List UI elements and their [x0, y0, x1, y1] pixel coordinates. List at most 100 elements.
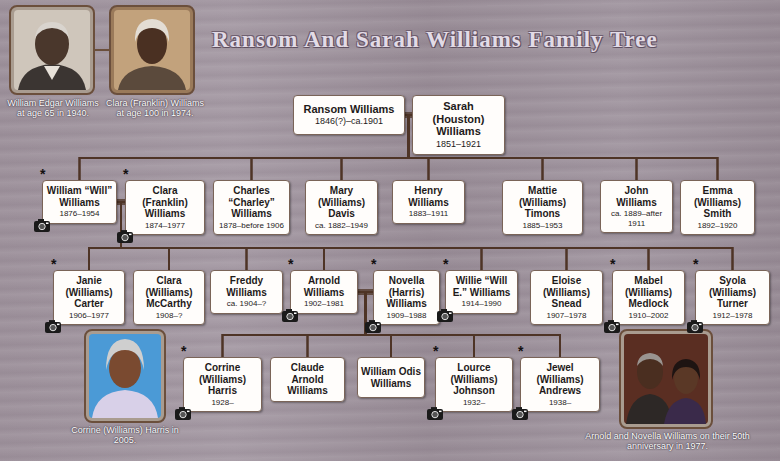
photo-mark: * [123, 167, 128, 181]
life-dates: 1885–1953 [522, 221, 562, 231]
life-dates: 1874–1977 [145, 221, 185, 231]
camera-lens [122, 234, 128, 240]
person-name: Syola (Williams) Turner [699, 275, 766, 310]
camera-top [38, 219, 44, 222]
camera-body [427, 409, 443, 420]
camera-flash [524, 411, 527, 413]
photo-caption: Corrine (Williams) Harris in 2005. [70, 425, 180, 445]
page-title: Ransom And Sarah Williams Family Tree [212, 27, 658, 53]
person-box: *Jewel (Williams) Andrews1938– [520, 357, 600, 412]
portrait-hair [672, 359, 700, 380]
camera-icon [604, 320, 620, 333]
person-box: John Williamsca. 1889–after 1911 [600, 180, 673, 233]
life-dates: 1908–? [156, 311, 183, 321]
camera-flash [439, 411, 442, 413]
person-box: Mary (Williams) Davisca. 1882–1949 [305, 180, 378, 235]
photo-mark: * [518, 344, 523, 358]
portrait-shoulders [18, 64, 86, 90]
camera-lens [609, 324, 615, 330]
person-box: *Lource (Williams) Johnson1932– [435, 357, 513, 412]
photo-caption: Arnold and Novella Williams on their 50t… [585, 431, 750, 451]
person-box: Eloise (Williams) Snead1907–1978 [530, 270, 603, 325]
camera-lens [50, 324, 56, 330]
life-dates: 1883–1911 [409, 209, 448, 219]
camera-flash [294, 313, 297, 315]
person-name: Emma (Williams) Smith [684, 185, 751, 220]
portrait-photo [620, 330, 712, 428]
camera-lens [287, 313, 293, 319]
person-name: Freddy Williams [214, 275, 279, 298]
portrait-face [35, 23, 69, 65]
person-box: Ransom Williams1846(?)–ca.1901 [293, 95, 405, 135]
camera-top [49, 320, 55, 323]
person-box: *Corrine (Williams) Harris1928– [183, 357, 262, 412]
camera-flash [449, 313, 452, 315]
life-dates: 1878–before 1906 [219, 221, 284, 231]
camera-icon [117, 230, 133, 243]
camera-body [437, 311, 453, 322]
person-name: Mabel (Williams) Medlock [616, 275, 681, 310]
person-box: Henry Williams1883–1911 [392, 180, 465, 224]
photo-frame [85, 330, 165, 422]
life-dates: 1892–1920 [697, 221, 737, 231]
portrait-hair [106, 339, 144, 370]
life-dates: 1907–1978 [546, 311, 586, 321]
photo-link [94, 49, 110, 51]
portrait-hair [35, 22, 69, 38]
photo-mark: * [288, 257, 293, 271]
life-dates: 1851–1921 [436, 139, 481, 150]
person-box: *Mabel (Williams) Medlock1910–2002 [612, 270, 685, 325]
person-name: Ransom Williams [304, 103, 395, 116]
portrait-hair [135, 19, 169, 42]
camera-lens [442, 313, 448, 319]
portrait-face [109, 348, 141, 388]
photo-ground [14, 10, 90, 90]
camera-flash [187, 411, 190, 413]
portrait-hair [637, 353, 663, 366]
photo-mark: * [51, 257, 56, 271]
person-name: Lource (Williams) Johnson [439, 362, 509, 397]
person-name: Corrine (Williams) Harris [187, 362, 258, 397]
person-name: William Odis Williams [361, 366, 421, 389]
camera-icon [512, 407, 528, 420]
person-name: Jewel (Williams) Andrews [524, 362, 596, 397]
camera-icon [687, 320, 703, 333]
camera-icon [34, 219, 50, 232]
person-name: Claude Arnold Williams [274, 362, 341, 397]
family-line [117, 202, 733, 270]
life-dates: 1902–1981 [304, 299, 344, 309]
person-box: Emma (Williams) Smith1892–1920 [680, 180, 755, 235]
life-dates: 1928– [211, 398, 233, 408]
camera-body [34, 221, 50, 232]
camera-lens [432, 411, 438, 417]
camera-body [282, 311, 298, 322]
camera-icon [175, 407, 191, 420]
photo-mark: * [433, 344, 438, 358]
camera-icon [282, 309, 298, 322]
camera-icon [437, 309, 453, 322]
portrait-shoulders [92, 390, 158, 418]
portrait-shoulders [118, 66, 186, 90]
portrait-photo [85, 330, 165, 422]
photo-mark: * [371, 257, 376, 271]
person-name: Sarah (Houston) Williams [416, 100, 501, 138]
camera-body [365, 322, 381, 333]
camera-body [175, 409, 191, 420]
person-box: Claude Arnold Williams [270, 357, 345, 402]
person-box: Freddy Williamsca. 1904–? [210, 270, 283, 314]
person-name: Eloise (Williams) Snead [534, 275, 599, 310]
camera-lens [370, 324, 376, 330]
camera-lens [692, 324, 698, 330]
camera-flash [699, 324, 702, 326]
person-name: Clara (Williams) McCarthy [137, 275, 201, 310]
life-dates: 1846(?)–ca.1901 [315, 116, 383, 127]
camera-flash [129, 234, 132, 236]
person-box: Mattie (Williams) Timons1885–1953 [502, 180, 583, 235]
camera-flash [377, 324, 380, 326]
camera-icon [365, 320, 381, 333]
camera-body [512, 409, 528, 420]
life-dates: 1909–1988 [386, 311, 426, 321]
person-name: John Williams [604, 185, 669, 208]
